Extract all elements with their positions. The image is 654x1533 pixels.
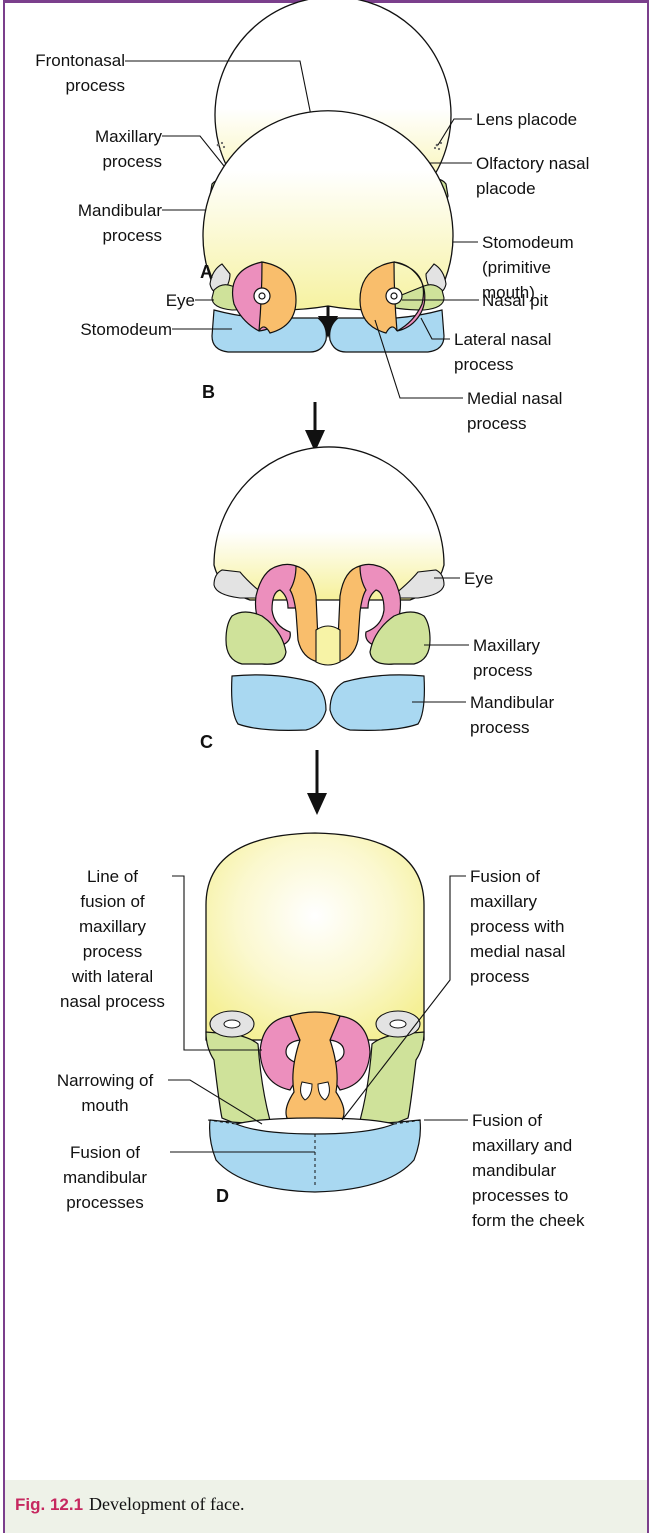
label-maxillary-process-c: Maxillary process [473,633,623,683]
medial-nasal-process-d [286,1012,344,1120]
label-fusion-mandibular-processes: Fusion of mandibular processes [35,1140,175,1215]
intermaxillary-segment-c [316,626,340,665]
panel-c-drawing [214,447,469,730]
label-mandibular-process-a: Mandibular process [30,198,162,248]
frontonasal-prominence-d [206,833,424,1040]
label-lens-placode: Lens placode [476,107,636,132]
label-nasal-pit: Nasal pit [482,288,632,313]
label-maxillary-process-a: Maxillary process [40,124,162,174]
arrow-c-to-d [307,750,327,815]
panel-letter-b: B [202,382,215,403]
panel-d-drawing [168,833,468,1192]
label-eye-c: Eye [464,566,584,591]
arrow-b-to-c [305,402,325,452]
label-fusion-maxillary-medial-nasal: Fusion of maxillary process with medial … [470,864,640,989]
panel-letter-c: C [200,732,213,753]
caption-label: Fig. 12.1 [15,1495,83,1514]
label-olfactory-nasal-placode: Olfactory nasal placode [476,151,636,201]
label-fusion-cheek: Fusion of maxillary and mandibular proce… [472,1108,642,1233]
nasal-pit-right-b [386,288,402,304]
label-medial-nasal-process-b: Medial nasal process [467,386,637,436]
label-lateral-nasal-process-b: Lateral nasal process [454,327,634,377]
label-mandibular-process-c: Mandibular process [470,690,620,740]
label-eye-b: Eye [100,288,195,313]
nasal-pit-left-b [254,288,270,304]
mandibular-process-left-c [232,675,326,731]
mandibular-process-right-c [330,675,424,731]
label-line-of-fusion: Line of fusion of maxillary process with… [40,864,185,1014]
label-narrowing-of-mouth: Narrowing of mouth [35,1068,175,1118]
caption-text: Development of face. [89,1494,244,1514]
frontonasal-prominence-c [214,447,444,600]
label-frontonasal-process: Frontonasal process [20,48,125,98]
figure-caption: Fig. 12.1 Development of face. [5,1480,647,1533]
maxillary-process-left-c [226,612,286,664]
maxillary-process-right-c [370,612,430,664]
panel-letter-d: D [216,1186,229,1207]
label-stomodeum-b: Stomodeum [40,317,172,342]
panel-letter-a: A [200,262,213,283]
